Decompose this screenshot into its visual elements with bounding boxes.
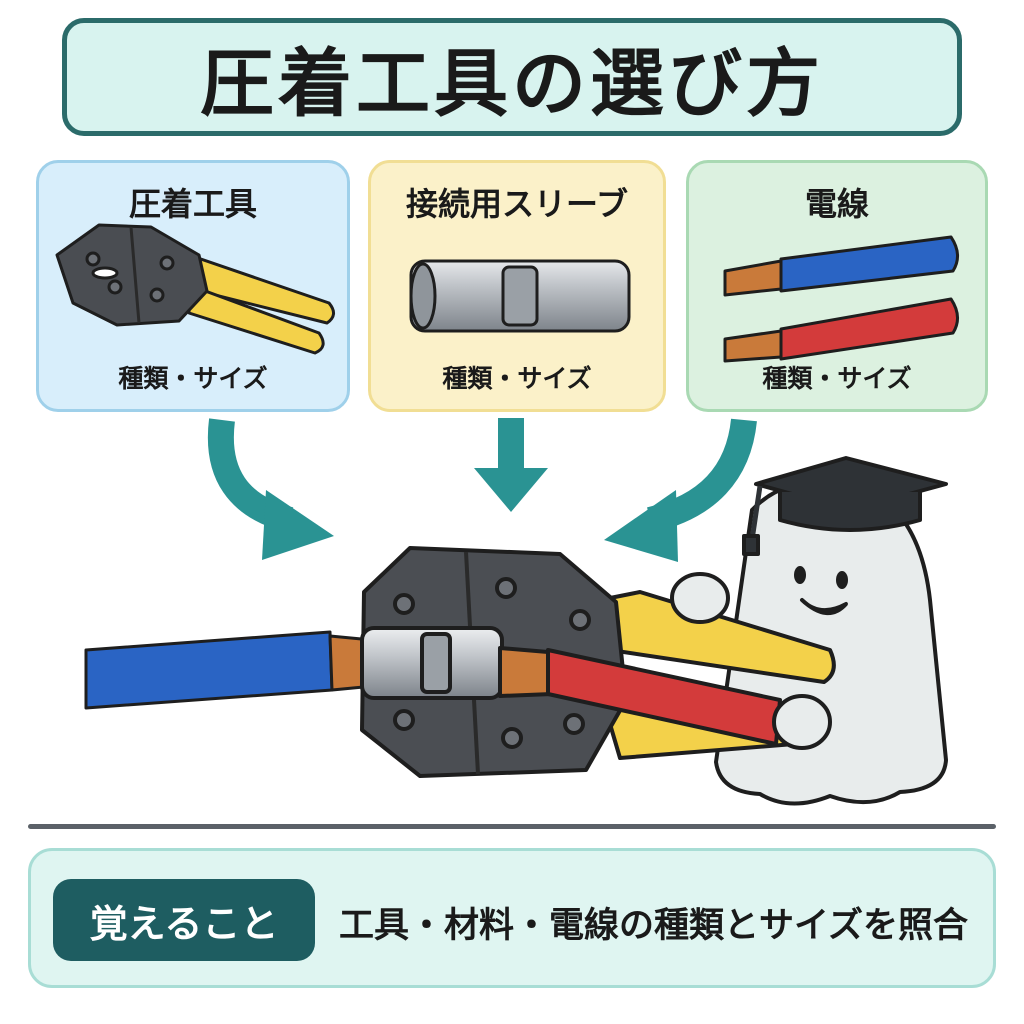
card-sleeve: 接続用スリーブ 種類・サイズ [368, 160, 666, 412]
card-subtitle: 種類・サイズ [762, 364, 912, 393]
card-subtitle: 種類・サイズ [118, 364, 268, 393]
crimp-tool-main [360, 546, 836, 778]
page-title: 圧着工具の選び方 [200, 40, 824, 127]
sleeve-icon [409, 259, 631, 333]
blue-wire [84, 630, 376, 710]
divider [28, 824, 996, 829]
card-subtitle: 種類・サイズ [442, 364, 592, 393]
memo-text: 工具・材料・電線の種類とサイズを照合 [339, 906, 968, 946]
mascot-hands [670, 572, 832, 750]
arrow-down-icon [207, 418, 334, 560]
card-title: 接続用スリーブ [405, 185, 629, 223]
memo-badge: 覚えること [53, 879, 315, 961]
card-title: 圧着工具 [128, 185, 257, 223]
card-wire: 電線 種類・サイズ [686, 160, 988, 412]
title-banner: 圧着工具の選び方 [62, 18, 962, 136]
arrow-down-icon [604, 418, 757, 562]
wire-icon [723, 235, 959, 363]
card-crimp-tool: 圧着工具 種類・サイズ [36, 160, 350, 412]
memo-box: 覚えること 工具・材料・電線の種類とサイズを照合 [28, 848, 996, 988]
card-title: 電線 [804, 185, 869, 223]
arrow-down-icon [474, 418, 548, 512]
crimp-tool-icon [55, 223, 335, 355]
